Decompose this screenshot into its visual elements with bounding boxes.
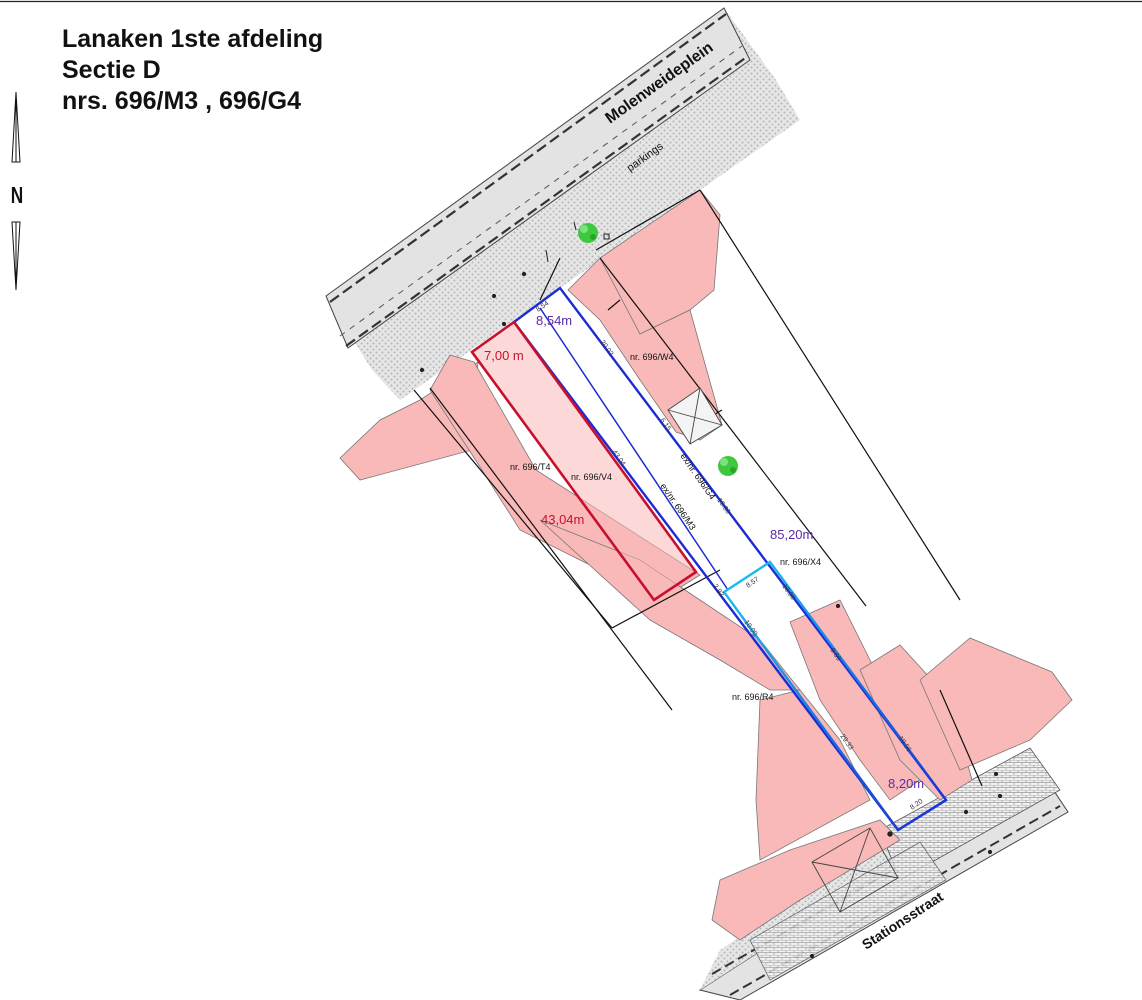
molenweideplein-road — [325, 7, 776, 370]
dimension-blue-length: 85,20m — [770, 527, 813, 542]
hatched-annex-south — [811, 827, 899, 913]
dimension-blue-width-bottom: 8,20m — [888, 776, 924, 791]
title-line-parcels: nrs. 696/M3 , 696/G4 — [62, 87, 302, 115]
measurement-label: 20.02 — [598, 339, 614, 357]
parcel-divider-blue — [539, 307, 729, 591]
parcel-label-r4: nr. 696/R4 — [732, 692, 774, 702]
parcel-outline-cyan — [722, 560, 948, 832]
parcel-label-ex-g4: ex/nr. 696/G4 — [678, 451, 717, 501]
title-line-municipality: Lanaken 1ste afdeling — [62, 25, 324, 53]
dimension-red-length: 43,04m — [541, 512, 584, 527]
title-line-section: Sectie D — [62, 56, 161, 84]
parcel-label-t4: nr. 696/T4 — [510, 462, 551, 472]
measurement-label: 19.80 — [715, 497, 731, 515]
dimension-blue-width-top: 8,54m — [536, 313, 572, 328]
parcel-outline-red — [470, 320, 698, 602]
parcel-label-x4: nr. 696/X4 — [780, 557, 821, 567]
parcel-label-v4: nr. 696/V4 — [571, 472, 612, 482]
tree-icon — [578, 223, 598, 243]
parcel-boundaries — [413, 189, 983, 787]
tree-icon — [718, 456, 738, 476]
north-arrow-label: N — [11, 184, 23, 209]
map-title: Lanaken 1ste afdeling Sectie D nrs. 696/… — [62, 24, 323, 117]
hatched-annex-north — [667, 387, 723, 445]
site-markers — [419, 221, 1003, 959]
north-arrow-icon — [11, 91, 21, 291]
parcel-label-ex-m3: ex/nr. 696/M3 — [658, 481, 697, 531]
parcel-label-w4: nr. 696/W4 — [630, 352, 674, 362]
measurement-label: 2.92 — [711, 583, 725, 598]
dimension-red-width: 7,00 m — [484, 348, 524, 363]
